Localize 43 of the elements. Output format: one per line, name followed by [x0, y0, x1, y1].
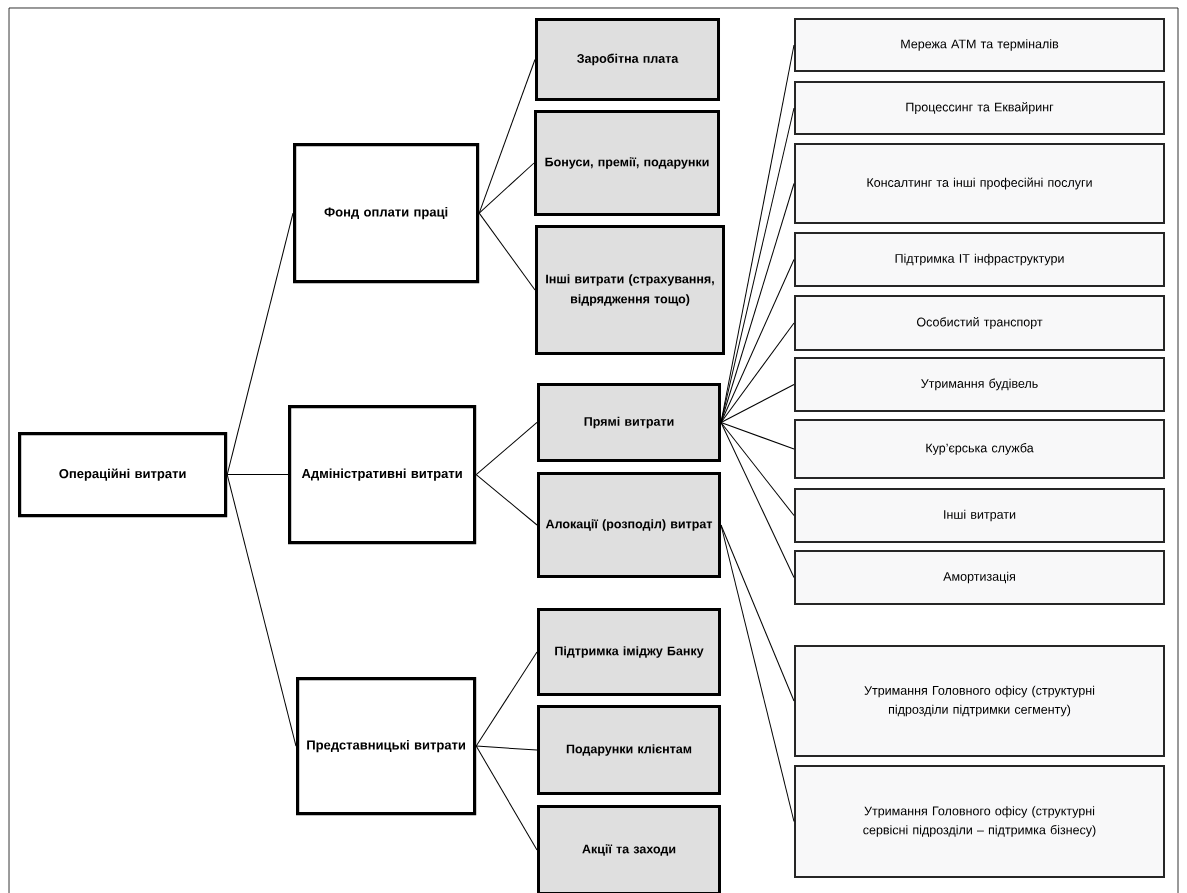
connector-line — [720, 422, 795, 516]
category-box: Операційні витрати — [18, 432, 228, 518]
connector-line — [475, 745, 538, 851]
connector-line — [720, 524, 795, 822]
subcategory-box: Інші витрати (страхування, відрядження тощо) — [535, 225, 725, 355]
item-box: Мережа АТМ та терміналів — [794, 18, 1165, 72]
connector-line — [475, 745, 538, 751]
item-box: Утримання Головного офісу (структурні підрозділи підтримки сегменту) — [794, 645, 1165, 757]
category-box: Адміністративні витрати — [288, 405, 477, 545]
category-box: Представницькі витрати — [296, 677, 477, 816]
connector-line — [720, 259, 795, 423]
connector-line — [226, 474, 289, 476]
category-box: Фонд оплати праці — [293, 143, 480, 284]
subcategory-box: Бонуси, премії, подарунки — [534, 110, 720, 216]
item-box: Особистий транспорт — [794, 295, 1165, 351]
connector-line — [720, 183, 795, 423]
subcategory-box: Заробітна плата — [535, 18, 720, 101]
item-box: Консалтинг та інші професійні послуги — [794, 143, 1165, 224]
subcategory-box: Акції та заходи — [537, 805, 721, 893]
item-box: Підтримка ІТ інфраструктури — [794, 232, 1165, 287]
connector-line — [478, 162, 535, 214]
subcategory-box: Підтримка іміджу Банку — [537, 608, 721, 696]
item-box: Інші витрати — [794, 488, 1165, 543]
item-box: Утримання будівель — [794, 357, 1165, 412]
connector-line — [478, 59, 536, 214]
connector-line — [475, 474, 538, 526]
item-box: Процессинг та Еквайринг — [794, 81, 1165, 135]
subcategory-box: Прямі витрати — [537, 383, 721, 462]
connector-line — [720, 422, 795, 450]
subcategory-box: Алокації (розподіл) витрат — [537, 472, 721, 578]
connector-line — [475, 422, 538, 476]
connector-line — [478, 212, 536, 291]
connector-line — [475, 651, 538, 747]
connector-line — [720, 422, 795, 578]
connector-line — [720, 322, 795, 423]
item-box: Утримання Головного офісу (структурні сервісні підрозділи – підтримка бізнесу) — [794, 765, 1165, 878]
item-box: Кур’єрська служба — [794, 419, 1165, 479]
item-box: Амортизація — [794, 550, 1165, 605]
connector-line — [226, 212, 294, 476]
connector-line — [720, 524, 795, 702]
connector-line — [720, 384, 795, 423]
connector-line — [226, 474, 297, 747]
subcategory-box: Подарунки клієнтам — [537, 705, 721, 795]
